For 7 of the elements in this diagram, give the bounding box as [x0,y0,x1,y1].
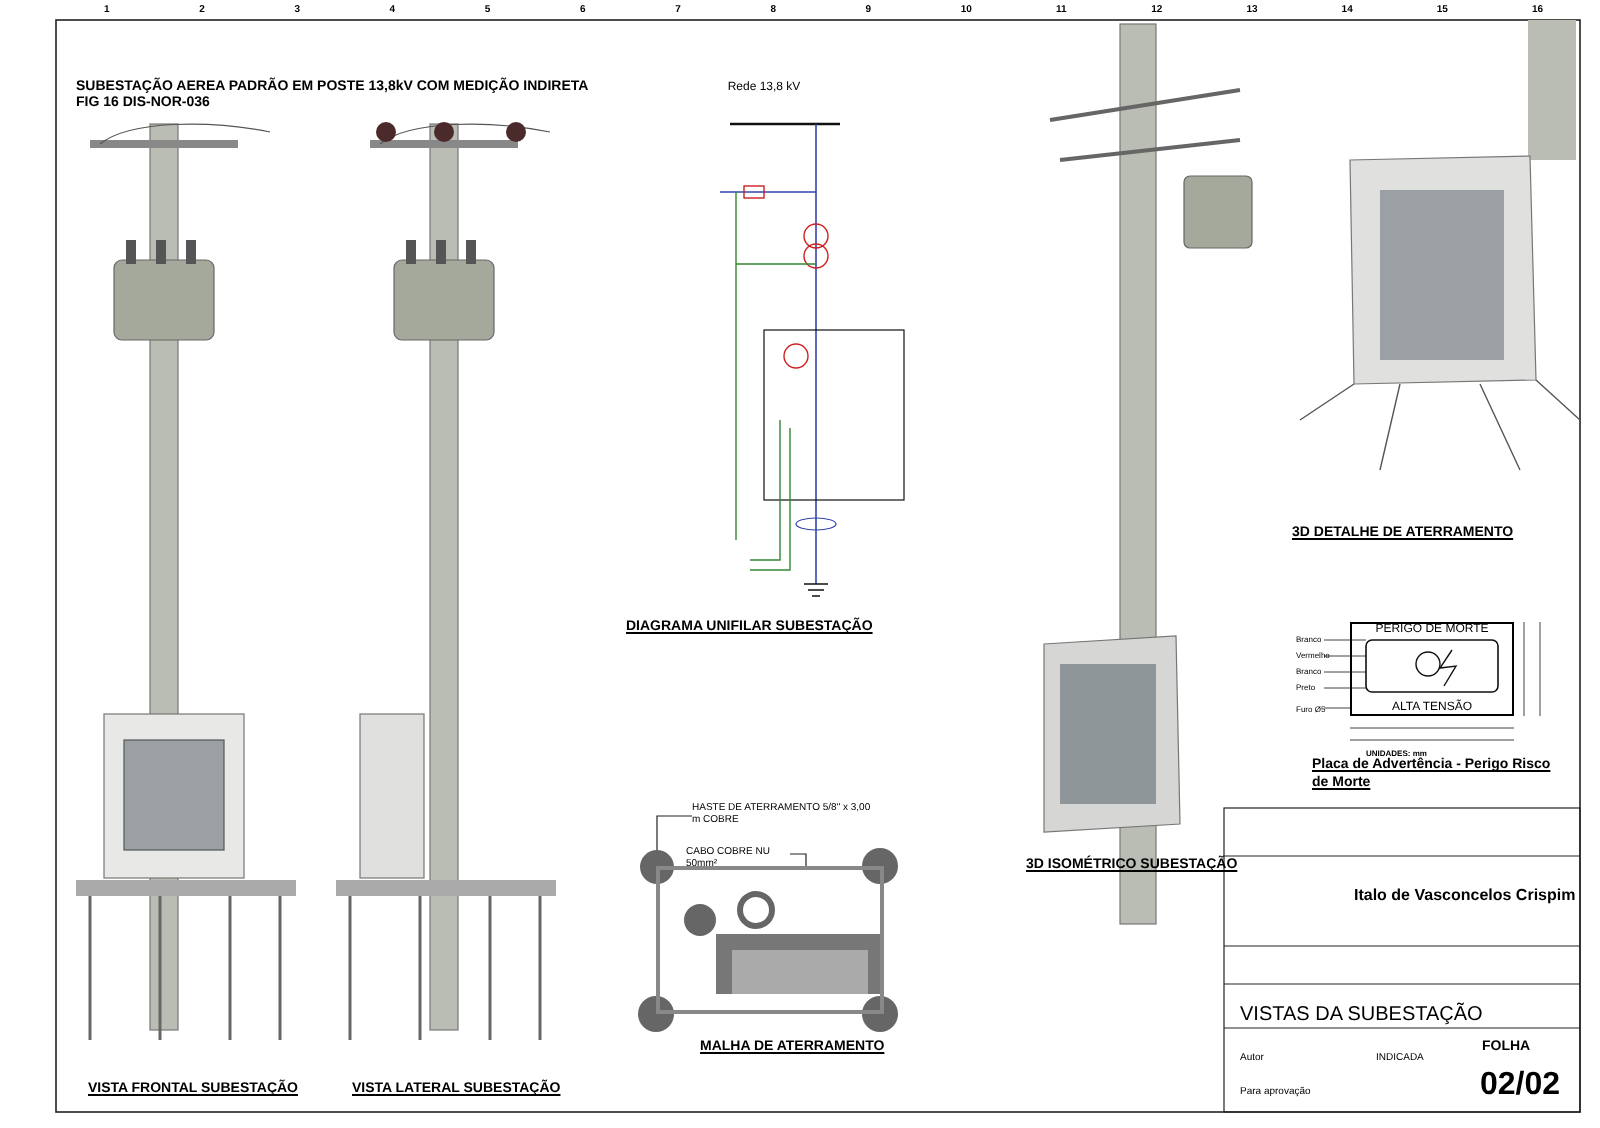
sheet-number: 02/02 [1480,1066,1561,1106]
leader-line [789,853,807,867]
author-name: Italo de Vasconcelos Crispim [1354,884,1576,908]
leader-line [656,815,693,851]
warning-plate [1350,622,1514,716]
ground-cable-loop [656,866,884,1014]
sheet-title: VISTAS DA SUBESTAÇÃO [1240,1000,1483,1030]
